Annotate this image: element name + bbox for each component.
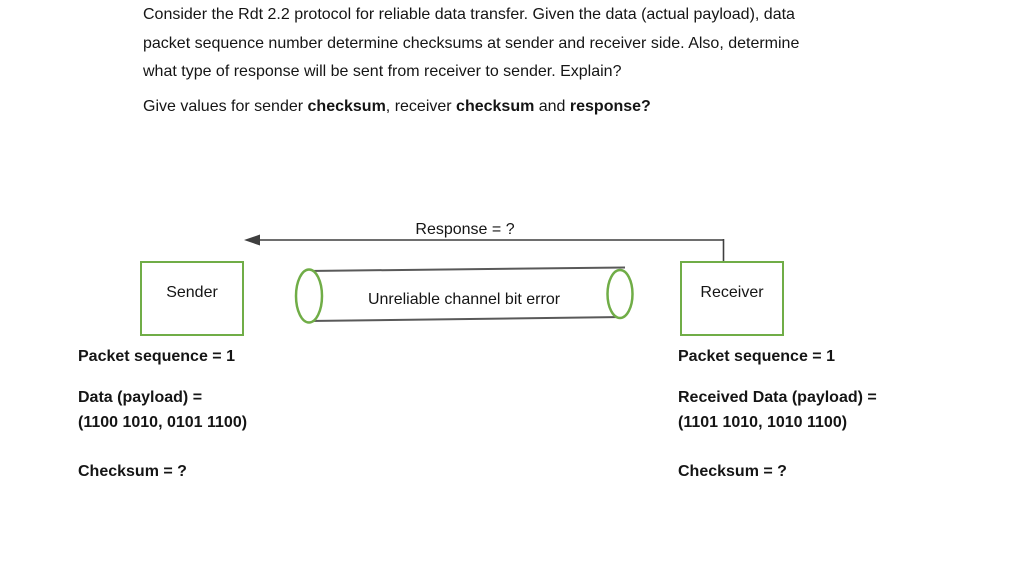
channel-cylinder-left-cap — [294, 268, 324, 324]
response-arrowhead-icon — [244, 234, 260, 246]
sender-data-value: (1100 1010, 0101 1100) — [78, 414, 248, 431]
question-bold-checksum-1: checksum — [307, 98, 386, 115]
problem-statement: Consider the Rdt 2.2 protocol for reliab… — [143, 1, 799, 87]
receiver-box-label: Receiver — [700, 284, 764, 301]
channel-cylinder-right-cap — [606, 268, 634, 320]
sender-data-label: Data (payload) = — [78, 389, 203, 406]
question-bold-response: response? — [569, 98, 651, 115]
response-label: Response = ? — [415, 221, 515, 238]
problem-line-2: packet sequence number determine checksu… — [143, 34, 800, 52]
sender-box: Sender — [140, 261, 244, 336]
question-bold-checksum-2: checksum — [456, 98, 535, 115]
problem-line-3: what type of response will be sent from … — [143, 63, 622, 80]
question-line: Give values for sender checksum, receive… — [143, 96, 651, 118]
question-part-3: and — [534, 98, 570, 115]
channel-cylinder-top-line — [307, 266, 626, 272]
receiver-data-value: (1101 1010, 1010 1100) — [678, 414, 848, 431]
receiver-data-label: Received Data (payload) = — [678, 389, 877, 406]
sender-packet-sequence: Packet sequence = 1 — [78, 348, 235, 365]
receiver-checksum: Checksum = ? — [678, 463, 787, 480]
question-part-2: , receiver — [385, 98, 457, 115]
channel-cylinder-bottom-line — [308, 316, 624, 322]
question-part-1: Give values for sender — [143, 98, 308, 115]
receiver-packet-sequence: Packet sequence = 1 — [678, 348, 835, 365]
channel-label: Unreliable channel bit error — [367, 291, 561, 308]
receiver-box: Receiver — [680, 261, 784, 336]
problem-line-1: Consider the Rdt 2.2 protocol for reliab… — [143, 6, 795, 23]
sender-box-label: Sender — [166, 284, 218, 301]
sender-checksum: Checksum = ? — [78, 463, 187, 480]
